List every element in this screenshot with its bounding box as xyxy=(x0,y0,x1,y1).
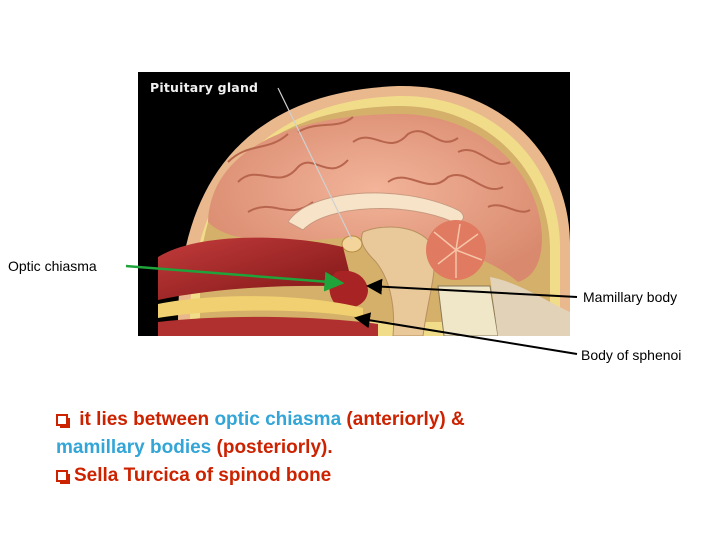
checkbox-bullet-icon xyxy=(56,470,70,484)
cerebellum-folia xyxy=(433,223,483,278)
bullet-1-text-c: (anteriorly) & xyxy=(341,409,465,430)
bullet-text-block: it lies between optic chiasma (anteriorl… xyxy=(56,406,676,490)
corpus-callosum xyxy=(287,192,464,231)
bullet-2-text-b: (posteriorly). xyxy=(211,437,333,458)
pituitary-pointer-line xyxy=(277,87,353,241)
oral-cavity xyxy=(158,316,378,336)
cervical-spine xyxy=(437,285,499,336)
bullet-1-optic-chiasma: optic chiasma xyxy=(214,409,342,430)
bullet-line-2: mamillary bodies (posteriorly). xyxy=(56,434,676,462)
anatomy-drawing xyxy=(138,72,570,336)
bullet-2-mamillary-bodies: mamillary bodies xyxy=(56,437,212,458)
bullet-3-text: Sella Turcica of spinod bone xyxy=(74,465,332,486)
optic-chiasma-label: Optic chiasma xyxy=(8,258,97,274)
sagittal-head-illustration: Pituitary gland xyxy=(138,72,570,336)
pituitary-gland-caption: Pituitary gland xyxy=(150,80,259,95)
hard-palate xyxy=(158,296,363,318)
body-of-sphenoid-label: Body of sphenoi xyxy=(581,347,682,363)
checkbox-bullet-icon xyxy=(56,414,70,428)
bullet-1-text-a: it lies between xyxy=(79,409,215,430)
bullet-line-1: it lies between optic chiasma (anteriorl… xyxy=(56,406,676,434)
pituitary-body xyxy=(341,235,363,253)
mamillary-body-label: Mamillary body xyxy=(583,289,678,305)
bullet-line-3: Sella Turcica of spinod bone xyxy=(56,462,676,490)
